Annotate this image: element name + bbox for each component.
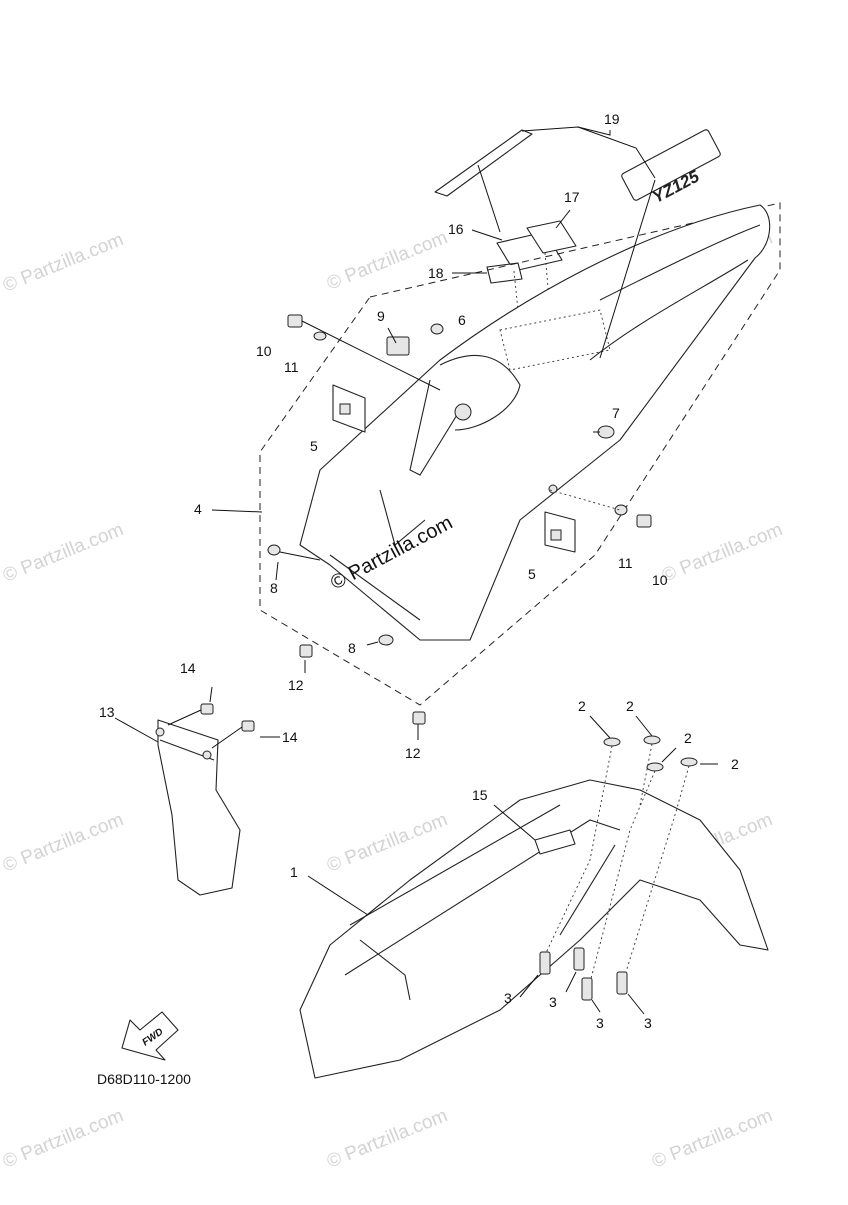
- bolt-2a: [603, 737, 621, 747]
- screw-3b: [573, 947, 585, 971]
- callout-9: 9: [377, 308, 385, 324]
- nut-5b: [550, 529, 562, 541]
- screw-3d: [616, 971, 628, 995]
- callout-5: 5: [310, 438, 318, 454]
- bolt-12b: [412, 711, 426, 725]
- callout-2: 2: [684, 730, 692, 746]
- leader-lines: [114, 126, 718, 1015]
- callout-2: 2: [626, 698, 634, 714]
- washer-8a: [267, 544, 281, 556]
- watermark: © Partzilla.com: [0, 809, 127, 876]
- washer-11a: [313, 331, 327, 341]
- watermark: © Partzilla.com: [0, 1105, 127, 1172]
- callout-11: 11: [618, 555, 633, 571]
- bolt-10a: [287, 314, 303, 328]
- callout-12: 12: [405, 745, 421, 761]
- callout-3: 3: [504, 990, 512, 1006]
- callout-19: 19: [604, 111, 620, 127]
- screw-14b: [241, 720, 255, 732]
- washer-8b: [378, 634, 394, 646]
- rear-fender-assembly-boundary: [259, 202, 781, 706]
- front-fender-1: [299, 735, 769, 1079]
- callout-16: 16: [448, 221, 464, 237]
- bolt-12a: [299, 644, 313, 658]
- callout-8: 8: [270, 580, 278, 596]
- washer-11b: [614, 504, 628, 516]
- watermark: © Partzilla.com: [324, 227, 451, 294]
- bolt-2d: [680, 757, 698, 767]
- callout-7: 7: [612, 405, 620, 421]
- callout-3: 3: [549, 994, 557, 1010]
- hardware: [267, 314, 652, 725]
- callout-2: 2: [731, 756, 739, 772]
- grommet-6: [430, 323, 444, 335]
- callout-6: 6: [458, 312, 466, 328]
- washer-7: [597, 425, 615, 439]
- mud-flap-13: [155, 703, 255, 896]
- callout-2: 2: [578, 698, 586, 714]
- rear-fender: [299, 204, 771, 641]
- callout-3: 3: [644, 1015, 652, 1031]
- callout-4: 4: [194, 501, 202, 517]
- callout-14: 14: [180, 660, 196, 676]
- decal-labels: [486, 220, 577, 331]
- callout-10: 10: [652, 572, 668, 588]
- watermark: © Partzilla.com: [324, 1105, 451, 1172]
- watermark: © Partzilla.com: [0, 519, 127, 586]
- bolt-2c: [646, 762, 664, 772]
- bolt-2b: [643, 735, 661, 745]
- callout-10: 10: [256, 343, 272, 359]
- callout-8: 8: [348, 640, 356, 656]
- callout-18: 18: [428, 265, 444, 281]
- screw-3c: [581, 977, 593, 1001]
- callout-12: 12: [288, 677, 304, 693]
- callout-13: 13: [99, 704, 115, 720]
- callouts: 19 17 16 18 9 6 10 11 5 7 4 8 11 10 5 8 …: [99, 111, 739, 1031]
- decal-graphic-19: YZ125: [434, 129, 721, 233]
- callout-11: 11: [284, 359, 299, 375]
- fwd-arrow-icon: FWD: [121, 1011, 179, 1061]
- callout-14: 14: [282, 729, 298, 745]
- screw-14a: [200, 703, 214, 715]
- screw-3a: [539, 951, 551, 975]
- reference-code: D68D110-1200: [97, 1071, 191, 1087]
- watermark: © Partzilla.com: [0, 229, 127, 296]
- nut-9: [386, 336, 410, 356]
- watermark: © Partzilla.com: [659, 519, 786, 586]
- nut-5a: [339, 403, 351, 415]
- bolt-10b: [636, 514, 652, 528]
- callout-17: 17: [564, 189, 580, 205]
- decal-15: [534, 829, 576, 855]
- callout-3: 3: [596, 1015, 604, 1031]
- callout-1: 1: [290, 864, 298, 880]
- watermark: © Partzilla.com: [649, 1105, 776, 1172]
- callout-5: 5: [528, 566, 536, 582]
- callout-15: 15: [472, 787, 488, 803]
